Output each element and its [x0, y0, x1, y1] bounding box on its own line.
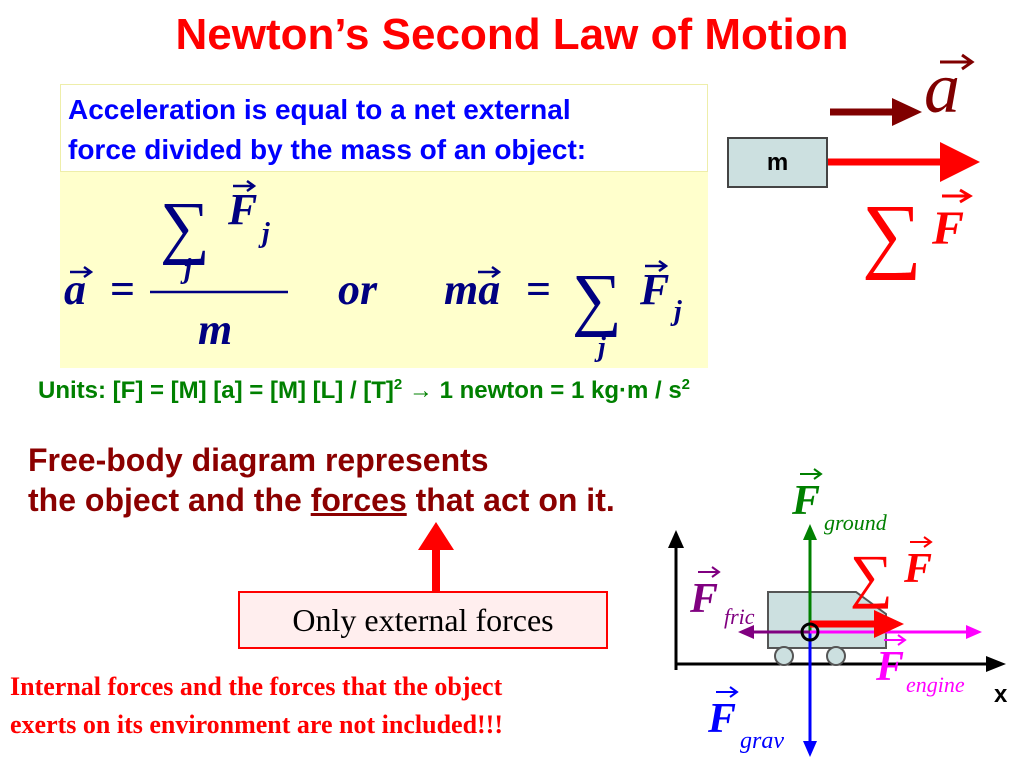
engine-force-arrowhead-icon [966, 625, 982, 639]
units-prefix: Units: [F] = [M] [a] = [M] [L] / [T] [38, 377, 394, 404]
eq-acceleration-symbol: a [64, 265, 86, 314]
vector-arrow-icon [884, 634, 907, 646]
units-exponent-1: 2 [393, 376, 403, 393]
eq-equals-1: = [110, 265, 135, 314]
eq-sum-symbol-2: ∑ [572, 261, 622, 338]
free-body-text: Free-body diagram represents the object … [28, 440, 615, 520]
net-force-arrowhead-icon [874, 610, 904, 638]
units-line: Units: [F] = [M] [a] = [M] [L] / [T]2 → … [38, 376, 690, 405]
net-force-arrowhead-icon [940, 142, 980, 182]
net-force-symbol: F [931, 202, 964, 255]
free-body-line-1: Free-body diagram represents [28, 442, 489, 478]
acceleration-arrowhead-icon [892, 98, 922, 126]
units-exponent-2: 2 [681, 376, 691, 393]
center-of-mass [800, 622, 820, 642]
eq-or: or [338, 265, 378, 314]
eq-index-j-1: j [258, 218, 270, 249]
units-middle: → 1 newton = 1 kg·m / s [402, 377, 682, 404]
engine-force-label: F [875, 644, 904, 690]
definition-box [60, 84, 708, 172]
friction-force-arrowhead-icon [738, 625, 754, 639]
eq-vector-arrow-icon [70, 265, 94, 279]
definition-line-2: force divided by the mass of an object: [68, 134, 587, 165]
definition-text: Acceleration is equal to a net external … [68, 90, 586, 170]
gravity-subscript: grav [740, 728, 784, 754]
internal-note-line-1: Internal forces and the forces that the … [10, 672, 503, 701]
free-body-diagram: y x F ground F fric ∑ F F engine F grav [668, 468, 1008, 757]
gravity-force-arrowhead-icon [803, 741, 817, 757]
eq-mass-symbol: m [198, 305, 232, 354]
mass-block: m [727, 137, 828, 188]
only-external-forces-box: Only external forces [238, 591, 608, 649]
friction-force-label: F [689, 576, 718, 622]
car-wheel-left [774, 646, 794, 666]
definition-line-1: Acceleration is equal to a net external [68, 94, 571, 125]
ground-force-arrowhead-icon [803, 524, 817, 540]
y-axis-arrow-icon [668, 530, 684, 548]
vector-arrow-icon [800, 468, 823, 480]
diagram-net-sum-symbol: ∑ [850, 543, 893, 609]
friction-subscript: fric [724, 604, 755, 629]
vector-arrow-icon [940, 53, 975, 71]
ground-subscript: ground [824, 510, 888, 535]
eq-equals-2: = [526, 265, 551, 314]
pointer-arrow [418, 522, 454, 592]
engine-subscript: engine [906, 672, 965, 697]
eq-vector-arrow-icon [645, 259, 669, 273]
gravity-force-label: F [707, 696, 736, 742]
diagram-net-force-label: F [903, 546, 932, 592]
eq-index-j-3: j [670, 296, 682, 327]
eq-vector-arrow-icon [478, 265, 502, 279]
x-axis-label: x [994, 681, 1008, 708]
page-title: Newton’s Second Law of Motion [175, 10, 849, 59]
mass-vectors: a ∑ F [828, 50, 980, 280]
newton-second-law-equation: a = ∑ F j j m or ma = ∑ F j j [64, 179, 682, 363]
ground-force-label: F [791, 478, 820, 524]
free-body-line-2: the object and the forces that act on it… [28, 482, 615, 518]
eq-vector-arrow-icon [233, 179, 257, 193]
car-wheel-right [826, 646, 846, 666]
vector-arrow-icon [910, 536, 933, 548]
net-force-sum-symbol: ∑ [862, 188, 922, 280]
eq-force-symbol-2: F [639, 265, 669, 314]
vector-arrow-icon [942, 188, 973, 204]
eq-force-symbol-1: F [227, 185, 257, 234]
vector-arrow-icon [698, 566, 721, 578]
internal-note-line-2: exerts on its environment are not includ… [10, 710, 503, 739]
x-axis-arrow-icon [986, 656, 1006, 672]
arrow-up-icon [418, 522, 454, 550]
vector-arrow-icon [716, 686, 739, 698]
internal-forces-note: Internal forces and the forces that the … [10, 668, 503, 744]
eq-sum-symbol-1: ∑ [160, 189, 210, 266]
forces-underlined: forces [310, 482, 407, 518]
